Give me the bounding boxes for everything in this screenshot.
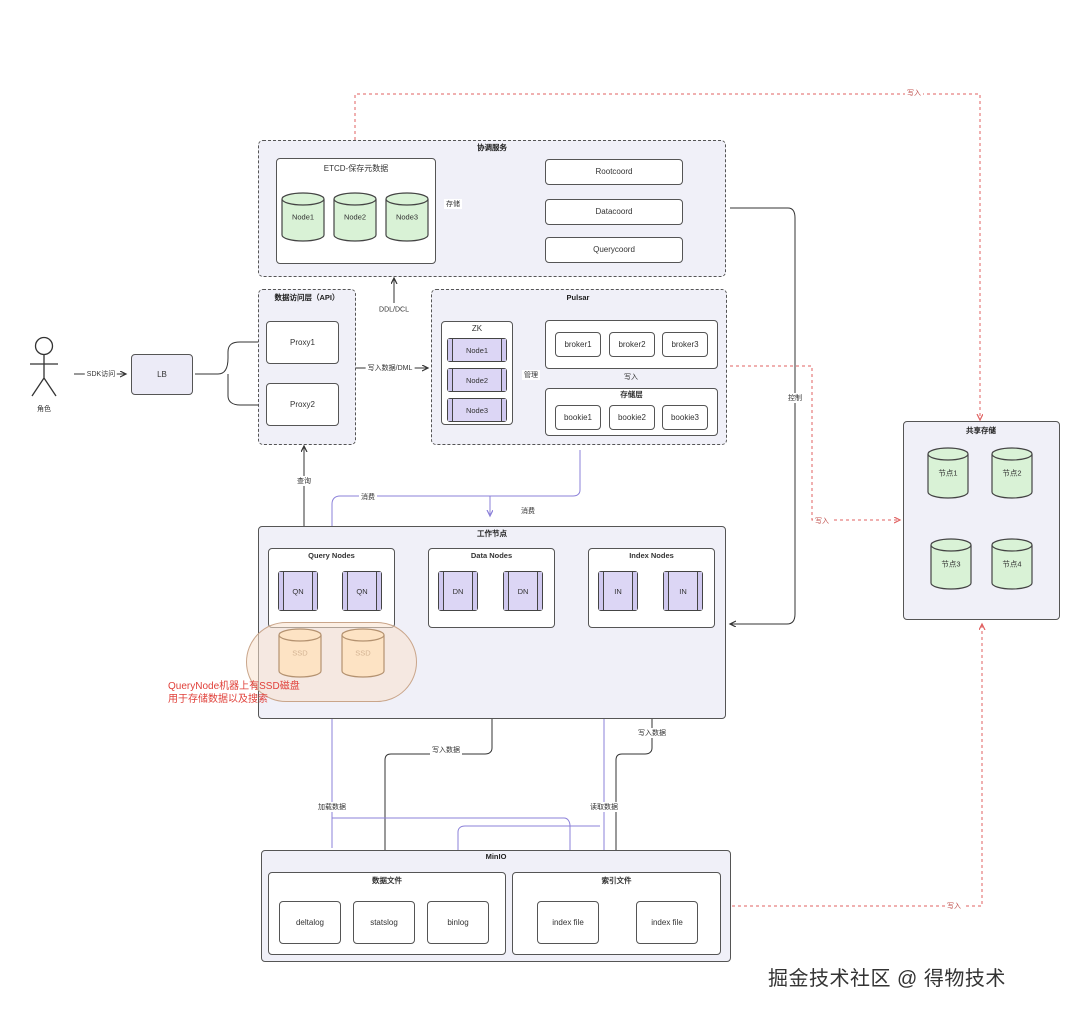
zk-node-2: Node2	[447, 368, 507, 392]
index-files-title: 索引文件	[601, 876, 632, 885]
ddl-label: DDL/DCL	[377, 306, 411, 314]
write-mid-label: 写入	[813, 516, 831, 526]
query-label: 查询	[295, 476, 313, 486]
qn-2: QN	[342, 571, 382, 611]
in-write-line	[616, 706, 653, 872]
broker-2: broker2	[609, 332, 655, 357]
zk-title: ZK	[471, 324, 483, 333]
shared-storage-title: 共享存储	[966, 426, 996, 435]
read-data-label: 读取数据	[588, 802, 620, 812]
index-nodes-title: Index Nodes	[629, 551, 674, 560]
ssd-2: SSD	[341, 628, 385, 678]
access-title: 数据访问层（API）	[274, 293, 340, 302]
bookie-2: bookie2	[609, 405, 655, 430]
storage-title: 存储层	[620, 390, 643, 399]
write-data-label-2: 写入数据	[636, 728, 668, 738]
rootcoord-box: Rootcoord	[545, 159, 683, 185]
person-icon	[30, 336, 58, 397]
proxy2-box: Proxy2	[266, 383, 339, 426]
etcd-node-1: Node1	[281, 192, 325, 242]
actor-label: 角色	[37, 406, 51, 413]
dml-label: 写入数据/DML	[365, 363, 415, 373]
write-bottom-label: 写入	[945, 901, 963, 911]
ssd-note-line-2: 用于存储数据以及搜索	[168, 694, 268, 705]
etcd-node-2: Node2	[333, 192, 377, 242]
binlog-box: binlog	[427, 901, 489, 944]
in-2: IN	[663, 571, 703, 611]
querycoord-box: Querycoord	[545, 237, 683, 263]
write-top-label: 写入	[905, 88, 923, 98]
ssd-note-line-1: QueryNode机器上有SSD磁盘	[168, 681, 300, 692]
shared-node-4: 节点4	[991, 538, 1033, 590]
load-data-label: 加载数据	[316, 802, 348, 812]
coordination-title: 协调服务	[477, 143, 507, 152]
watermark: 掘金技术社区 @ 得物技术	[768, 968, 1006, 990]
data-nodes-title: Data Nodes	[470, 551, 513, 560]
consume-label: 消费	[359, 492, 377, 502]
dn-2: DN	[503, 571, 543, 611]
etcd-title: ETCD-保存元数据	[323, 164, 389, 173]
datacoord-box: Datacoord	[545, 199, 683, 225]
write-broker-label: 写入	[624, 374, 638, 381]
proxy1-box: Proxy1	[266, 321, 339, 364]
consume-line	[332, 450, 581, 546]
dn-1: DN	[438, 571, 478, 611]
shared-node-1: 节点1	[927, 447, 969, 499]
pulsar-title: Pulsar	[566, 293, 590, 302]
lb-proxy-lines	[195, 341, 262, 406]
bookie-3: bookie3	[662, 405, 708, 430]
broker-3: broker3	[662, 332, 708, 357]
shared-node-2: 节点2	[991, 447, 1033, 499]
deltalog-box: deltalog	[279, 901, 341, 944]
index-file-1: index file	[537, 901, 599, 944]
statslog-box: statslog	[353, 901, 415, 944]
index-file-2: index file	[636, 901, 698, 944]
control-label: 控制	[786, 393, 804, 403]
bookie-1: bookie1	[555, 405, 601, 430]
zk-node-1: Node1	[447, 338, 507, 362]
worker-title: 工作节点	[477, 529, 507, 538]
lb-box: LB	[131, 354, 193, 395]
write-top-line	[354, 93, 980, 420]
write-data-label-1: 写入数据	[430, 745, 462, 755]
zk-node-3: Node3	[447, 398, 507, 422]
data-files-title: 数据文件	[372, 876, 402, 885]
in-1: IN	[598, 571, 638, 611]
subscribe-label: 消费	[519, 506, 537, 516]
write-mid-line	[730, 365, 900, 520]
control-line	[730, 207, 796, 624]
store-label: 存储	[444, 199, 462, 209]
shared-node-3: 节点3	[930, 538, 972, 590]
query-nodes-title: Query Nodes	[308, 551, 355, 560]
ssd-1: SSD	[278, 628, 322, 678]
etcd-node-3: Node3	[385, 192, 429, 242]
ssd-highlight	[246, 622, 417, 702]
broker-1: broker1	[555, 332, 601, 357]
qn-1: QN	[278, 571, 318, 611]
write-bottom-line	[732, 624, 982, 907]
manage-label: 管理	[522, 370, 540, 380]
sdk-label: SDK访问	[84, 369, 118, 379]
ssd-note: QueryNode机器上有SSD磁盘 用于存储数据以及搜索	[168, 680, 300, 706]
minio-title: MinIO	[485, 852, 507, 861]
